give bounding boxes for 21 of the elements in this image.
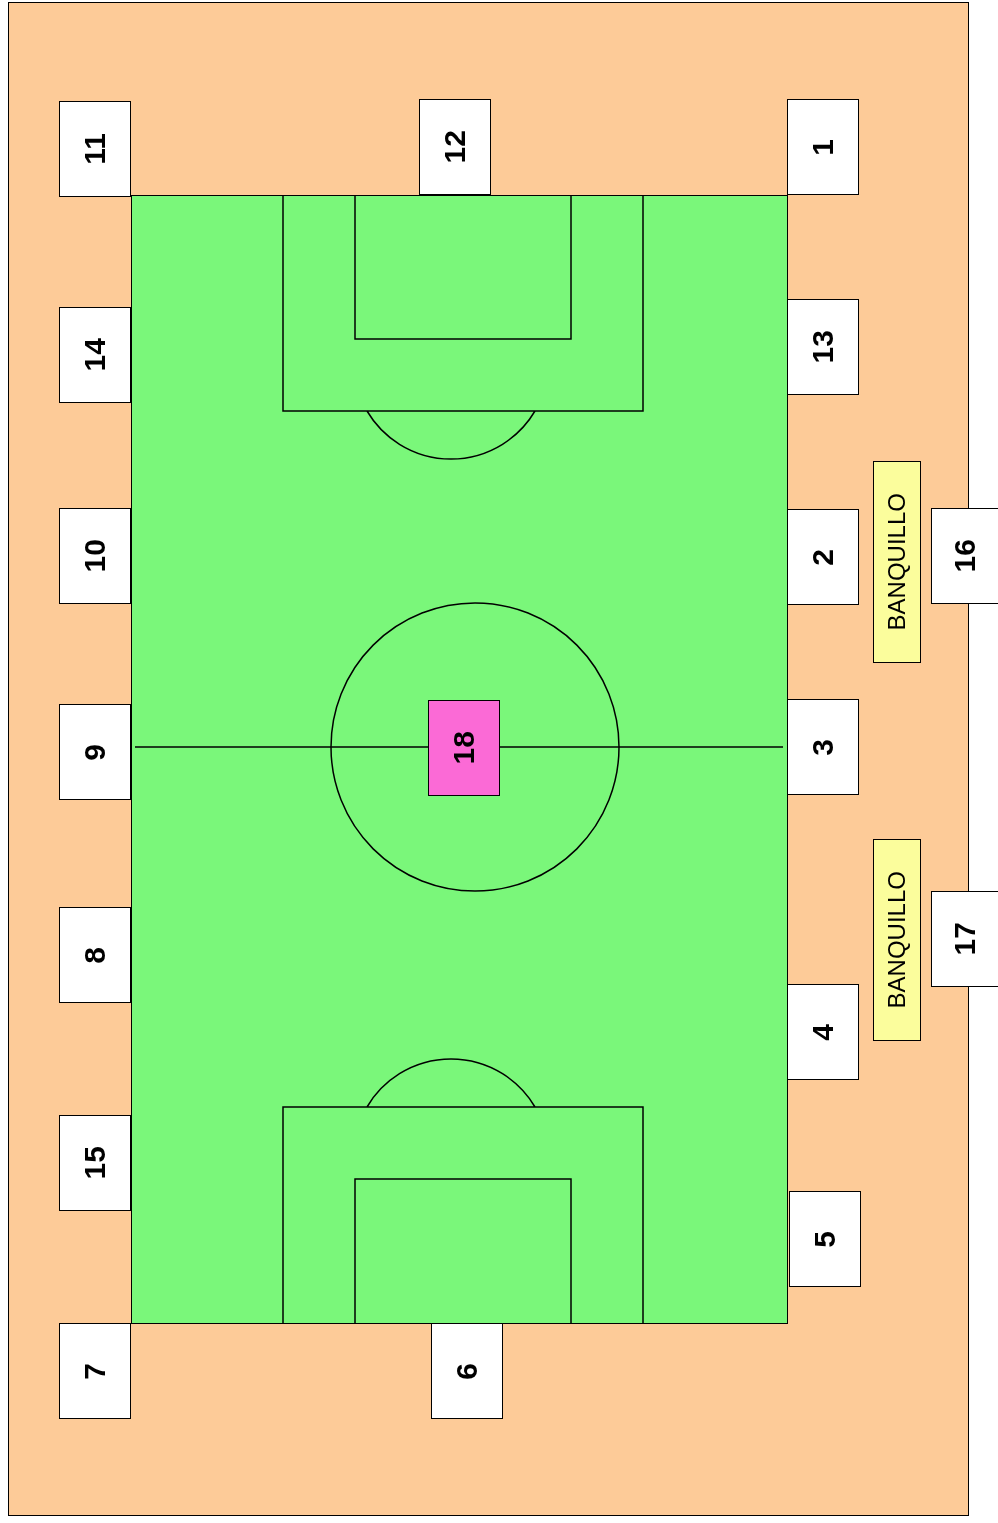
bench-box: BANQUILLO bbox=[873, 839, 921, 1041]
bench-box: BANQUILLO bbox=[873, 461, 921, 663]
position-box: 8 bbox=[59, 907, 131, 1003]
position-box: 16 bbox=[931, 508, 998, 604]
position-box: 6 bbox=[431, 1323, 503, 1419]
position-box: 5 bbox=[789, 1191, 861, 1287]
position-box: 15 bbox=[59, 1115, 131, 1211]
position-box: 2 bbox=[787, 509, 859, 605]
position-box: 18 bbox=[428, 700, 500, 796]
position-box: 17 bbox=[931, 891, 998, 987]
position-box: 14 bbox=[59, 307, 131, 403]
position-box: 11 bbox=[59, 101, 131, 197]
position-box: 1 bbox=[787, 99, 859, 195]
position-box: 13 bbox=[787, 299, 859, 395]
position-box: 10 bbox=[59, 508, 131, 604]
position-box: 4 bbox=[787, 984, 859, 1080]
position-box: 3 bbox=[787, 699, 859, 795]
position-box: 12 bbox=[419, 99, 491, 195]
position-box: 7 bbox=[59, 1323, 131, 1419]
position-box: 9 bbox=[59, 704, 131, 800]
football-pitch bbox=[131, 195, 788, 1324]
